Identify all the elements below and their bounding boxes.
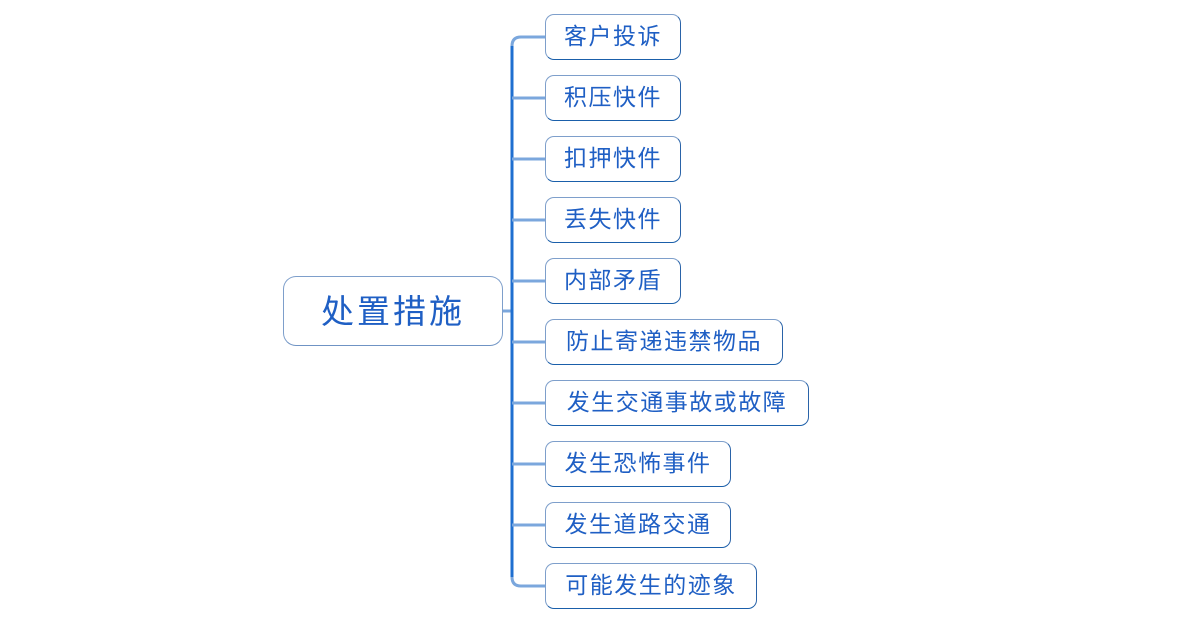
child-node-label: 发生道路交通 [564, 511, 712, 538]
branch-connector [510, 576, 545, 588]
root-node[interactable]: 处置措施 [283, 276, 503, 346]
child-node[interactable]: 扣押快件 [545, 136, 681, 182]
child-node-label: 积压快件 [564, 84, 662, 111]
branch-connector [510, 35, 545, 47]
child-node-label: 客户投诉 [564, 23, 662, 50]
child-node[interactable]: 防止寄递违禁物品 [545, 319, 783, 365]
child-node[interactable]: 发生交通事故或故障 [545, 380, 809, 426]
child-node[interactable]: 可能发生的迹象 [545, 563, 757, 609]
child-node-label: 扣押快件 [564, 145, 662, 172]
child-node-label: 内部矛盾 [564, 267, 662, 294]
root-node-label: 处置措施 [321, 291, 465, 331]
child-node-label: 防止寄递违禁物品 [566, 328, 762, 355]
child-node[interactable]: 发生道路交通 [545, 502, 731, 548]
child-node[interactable]: 内部矛盾 [545, 258, 681, 304]
child-node[interactable]: 丢失快件 [545, 197, 681, 243]
child-node[interactable]: 客户投诉 [545, 14, 681, 60]
child-node[interactable]: 发生恐怖事件 [545, 441, 731, 487]
child-node-label: 发生恐怖事件 [564, 450, 712, 477]
child-node[interactable]: 积压快件 [545, 75, 681, 121]
child-node-label: 可能发生的迹象 [565, 572, 737, 599]
child-node-label: 发生交通事故或故障 [566, 389, 788, 416]
child-node-label: 丢失快件 [564, 206, 662, 233]
